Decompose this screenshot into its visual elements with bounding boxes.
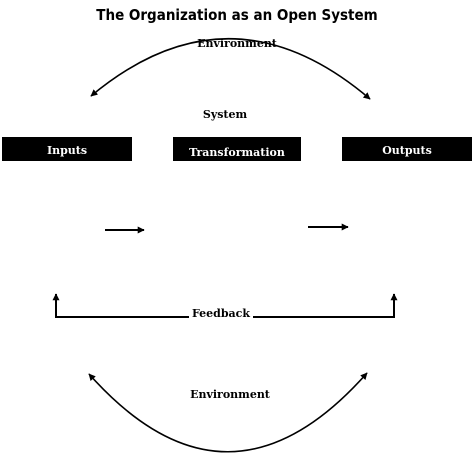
inputs-box-label: Inputs bbox=[46, 144, 88, 157]
transformation-box-label: Transformation bbox=[189, 146, 285, 159]
environment-bottom-arc bbox=[88, 372, 368, 453]
environment-top-arc bbox=[90, 38, 371, 100]
inputs-box: Inputs bbox=[2, 137, 132, 161]
transformation-box: Transformation bbox=[173, 137, 301, 161]
environment-top-label: Environment bbox=[197, 37, 277, 50]
system-label: System bbox=[202, 108, 248, 121]
environment-bottom-label: Environment bbox=[190, 388, 270, 401]
outputs-box: Outputs bbox=[342, 137, 472, 161]
outputs-box-label: Outputs bbox=[382, 144, 432, 157]
diagram-title: The Organization as an Open System bbox=[96, 6, 378, 24]
feedback-label: Feedback bbox=[189, 307, 253, 320]
